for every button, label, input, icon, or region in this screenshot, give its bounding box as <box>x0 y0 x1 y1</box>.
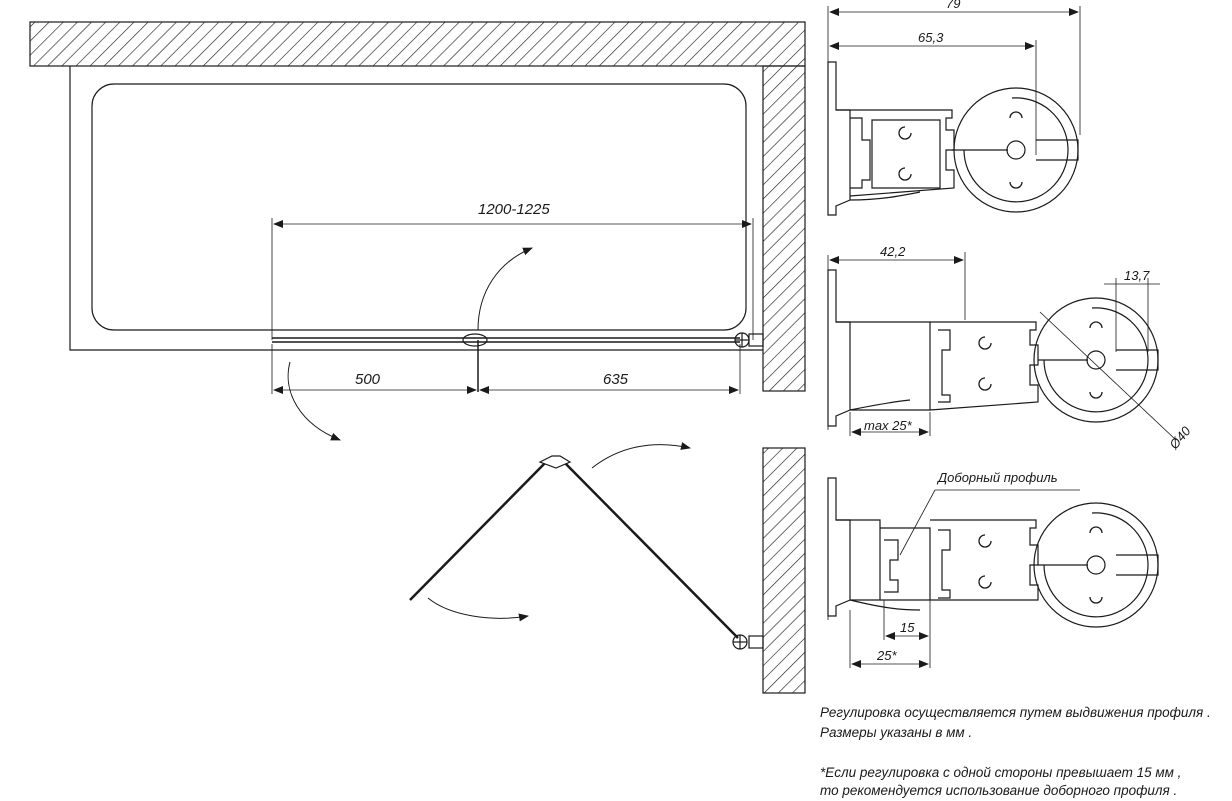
note-units: Размеры указаны в мм . <box>820 725 973 740</box>
glass-panel-open-left <box>409 459 549 601</box>
dim-extension-width: 15 <box>900 620 915 635</box>
glass-panel-open-right <box>561 459 739 639</box>
profile-section-1 <box>827 6 1081 216</box>
note-footnote-2: то рекомендуется использование доборного… <box>820 783 1178 798</box>
dim-max-adjust: max 25* <box>864 418 913 433</box>
dim-left-segment: 500 <box>355 371 381 388</box>
dim-profile-depth: 65,3 <box>918 30 944 45</box>
note-footnote-1: *Если регулировка с одной стороны превыш… <box>820 765 1182 780</box>
profile-section-3 <box>827 477 1159 668</box>
dim-total-width: 1200-1225 <box>478 201 550 218</box>
hinge-middle <box>462 333 488 347</box>
wall-top <box>29 21 806 67</box>
open-view <box>409 442 806 694</box>
dim-post-diameter: Ø40 <box>1166 423 1194 453</box>
dim-post-offset: 13,7 <box>1124 268 1150 283</box>
dim-profile-inner: 42,2 <box>880 244 906 259</box>
wall-open <box>762 447 806 694</box>
wall-right <box>762 65 806 392</box>
top-view <box>29 21 806 441</box>
dim-extension-total: 25* <box>876 648 897 663</box>
dim-profile-total: 79 <box>946 0 960 11</box>
note-adjustment: Регулировка осуществляется путем выдвиже… <box>820 705 1211 720</box>
bathtub-inner <box>91 83 747 331</box>
label-extension-profile: Доборный профиль <box>936 470 1058 485</box>
dim-right-segment: 635 <box>603 371 629 388</box>
bathtub-outline <box>69 66 763 351</box>
profile-section-2 <box>827 252 1177 441</box>
